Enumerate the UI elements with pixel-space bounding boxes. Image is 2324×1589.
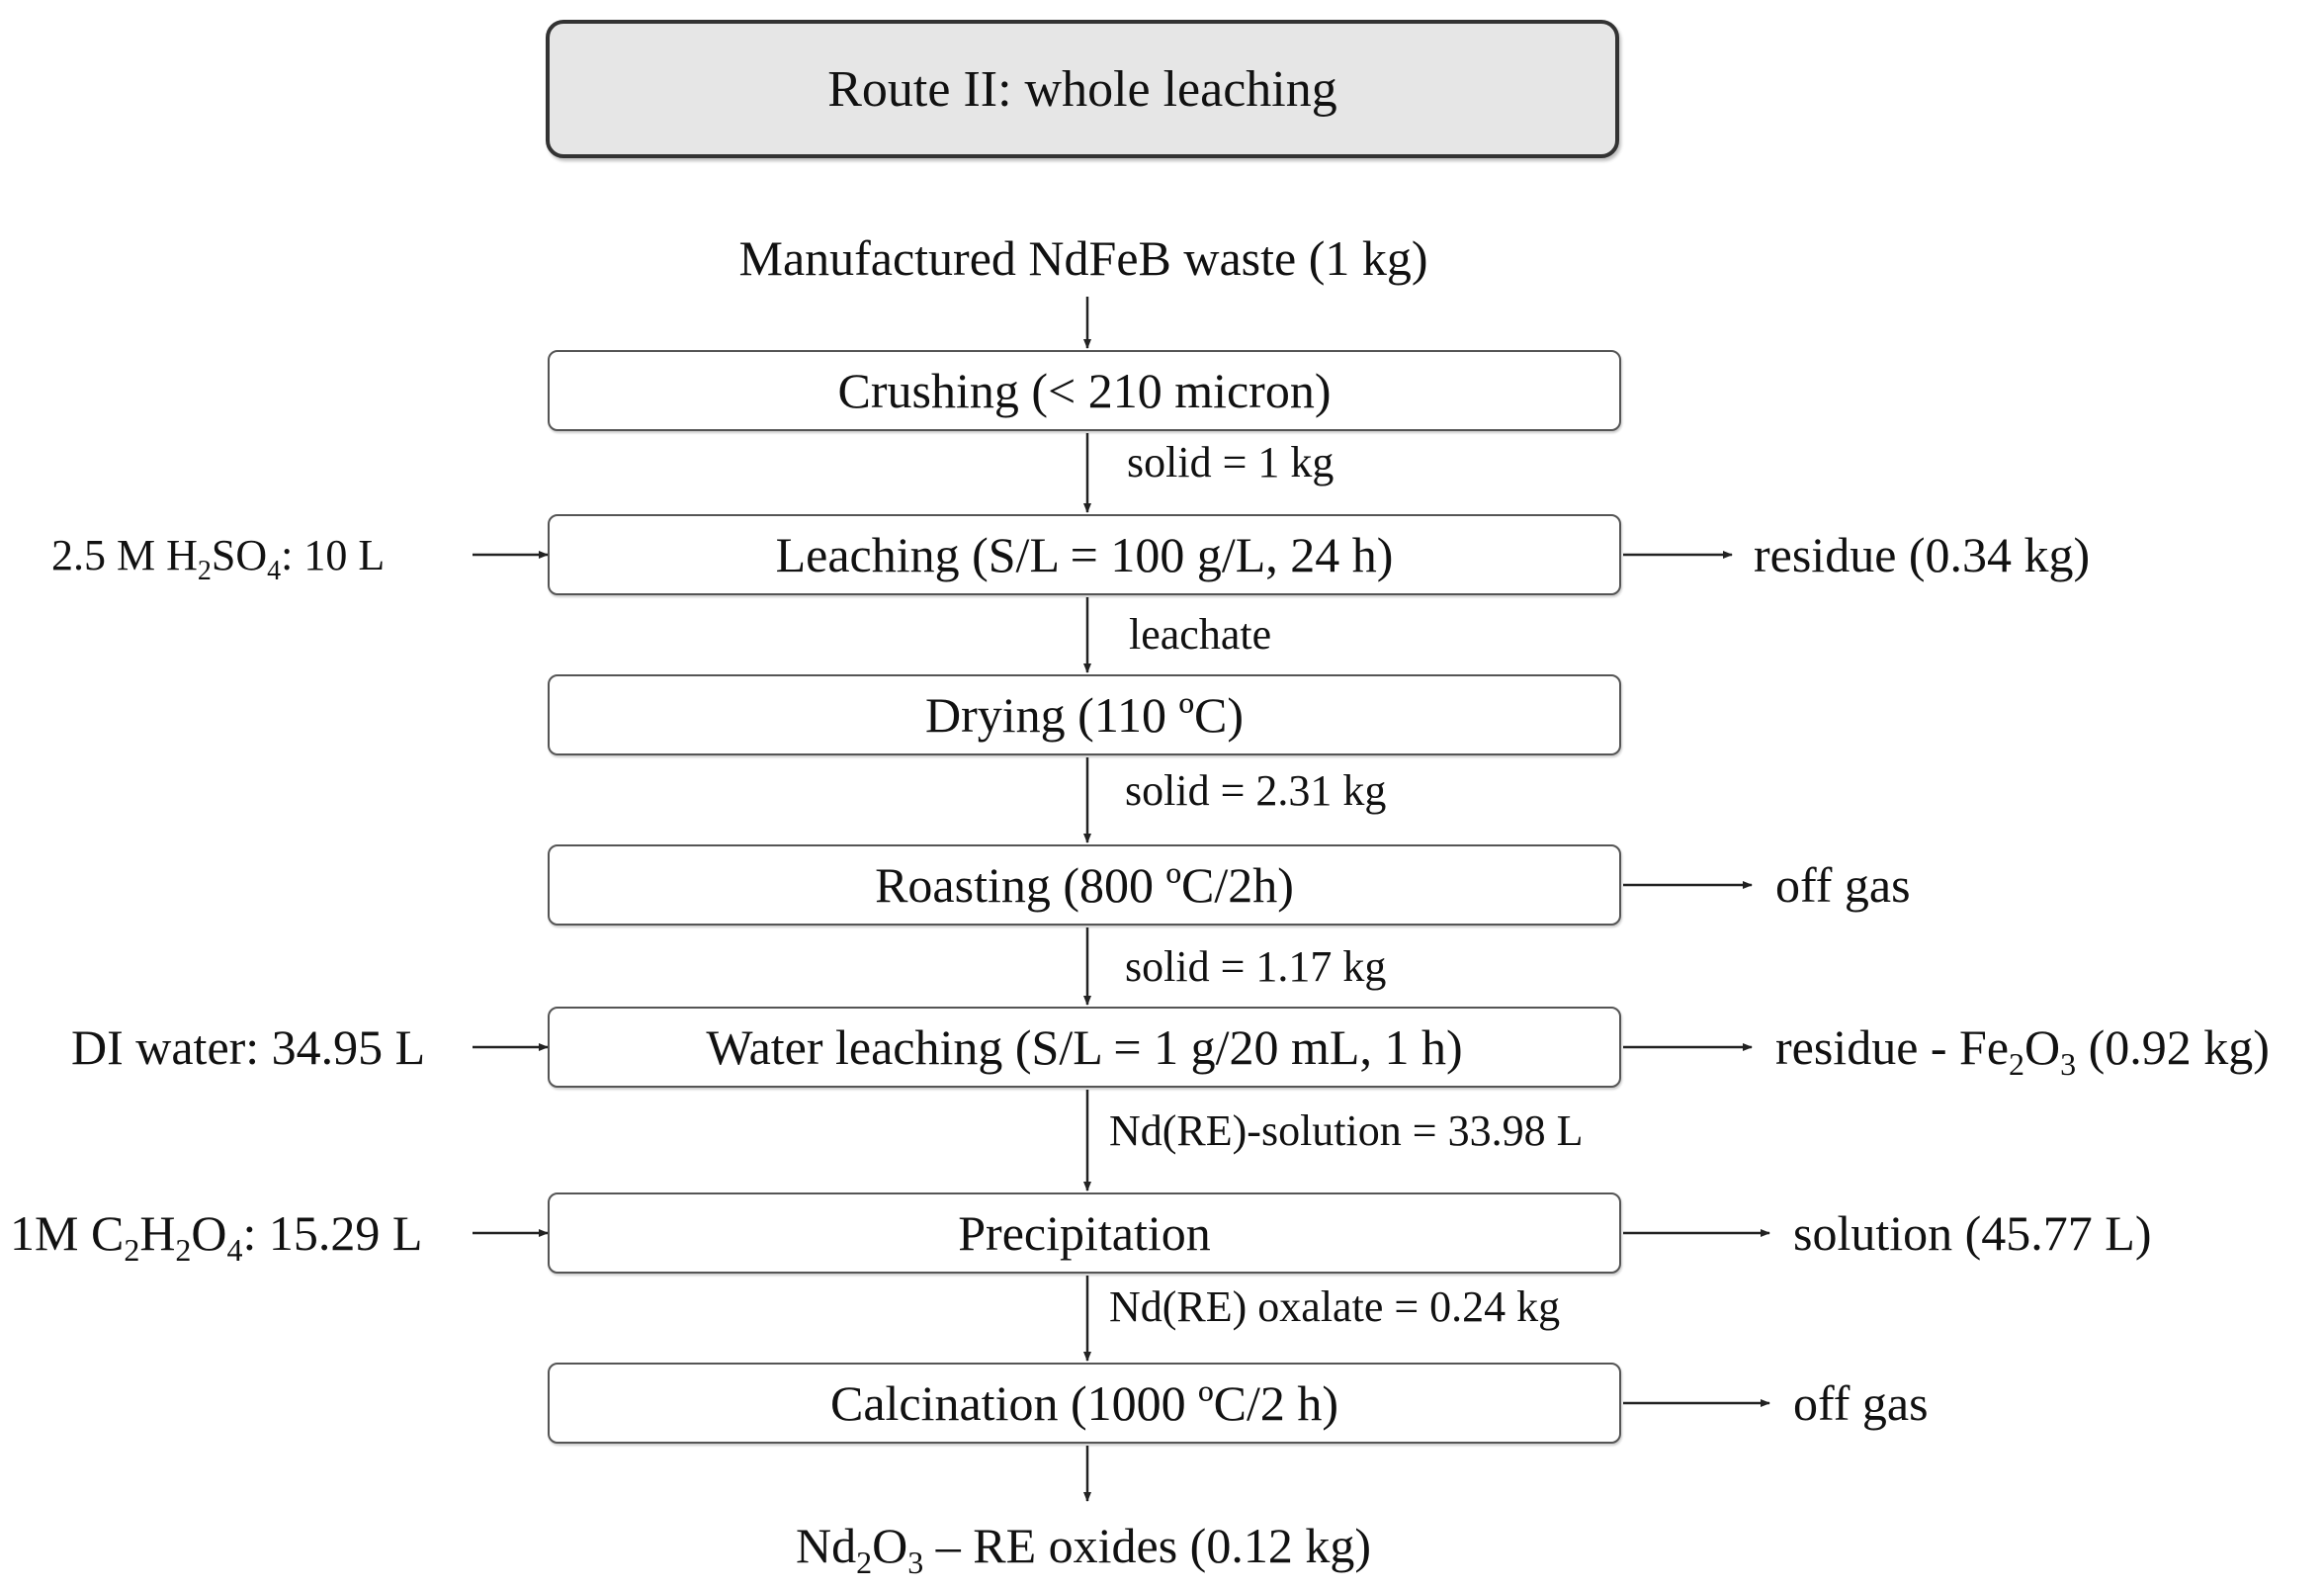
output-residue: residue (0.34 kg)	[1754, 527, 2091, 582]
step-drying: Drying (110 ºC)	[548, 674, 1621, 755]
step-precipitation: Precipitation	[548, 1192, 1621, 1274]
final-product-label: Nd2O3 – RE oxides (0.12 kg)	[796, 1518, 1371, 1580]
step-leaching: Leaching (S/L = 100 g/L, 24 h)	[548, 514, 1621, 595]
flow-label-solid-1: solid = 1 kg	[1127, 438, 1334, 486]
route-title: Route II: whole leaching	[546, 20, 1619, 158]
output-residue-fe2o3: residue - Fe2O3 (0.92 kg)	[1775, 1019, 2270, 1082]
output-off-gas-calcination: off gas	[1793, 1375, 1929, 1431]
flow-label-nd-oxalate: Nd(RE) oxalate = 0.24 kg	[1109, 1282, 1561, 1331]
flow-label-leachate: leachate	[1129, 610, 1272, 659]
step-calcination: Calcination (1000 ºC/2 h)	[548, 1363, 1621, 1444]
step-roasting: Roasting (800 ºC/2h)	[548, 844, 1621, 926]
feed-material-label: Manufactured NdFeB waste (1 kg)	[738, 230, 1428, 286]
output-off-gas-roasting: off gas	[1775, 857, 1911, 913]
input-di-water: DI water: 34.95 L	[71, 1019, 426, 1075]
output-solution: solution (45.77 L)	[1793, 1205, 2152, 1261]
flow-label-solid-2: solid = 2.31 kg	[1125, 766, 1387, 815]
input-sulfuric-acid: 2.5 M H2SO4: 10 L	[51, 531, 386, 586]
flow-label-nd-solution: Nd(RE)-solution = 33.98 L	[1109, 1106, 1584, 1155]
step-crushing: Crushing (< 210 micron)	[548, 350, 1621, 431]
flow-label-solid-3: solid = 1.17 kg	[1125, 942, 1387, 991]
input-oxalic-acid: 1M C2H2O4: 15.29 L	[10, 1205, 423, 1268]
step-water-leaching: Water leaching (S/L = 1 g/20 mL, 1 h)	[548, 1007, 1621, 1088]
